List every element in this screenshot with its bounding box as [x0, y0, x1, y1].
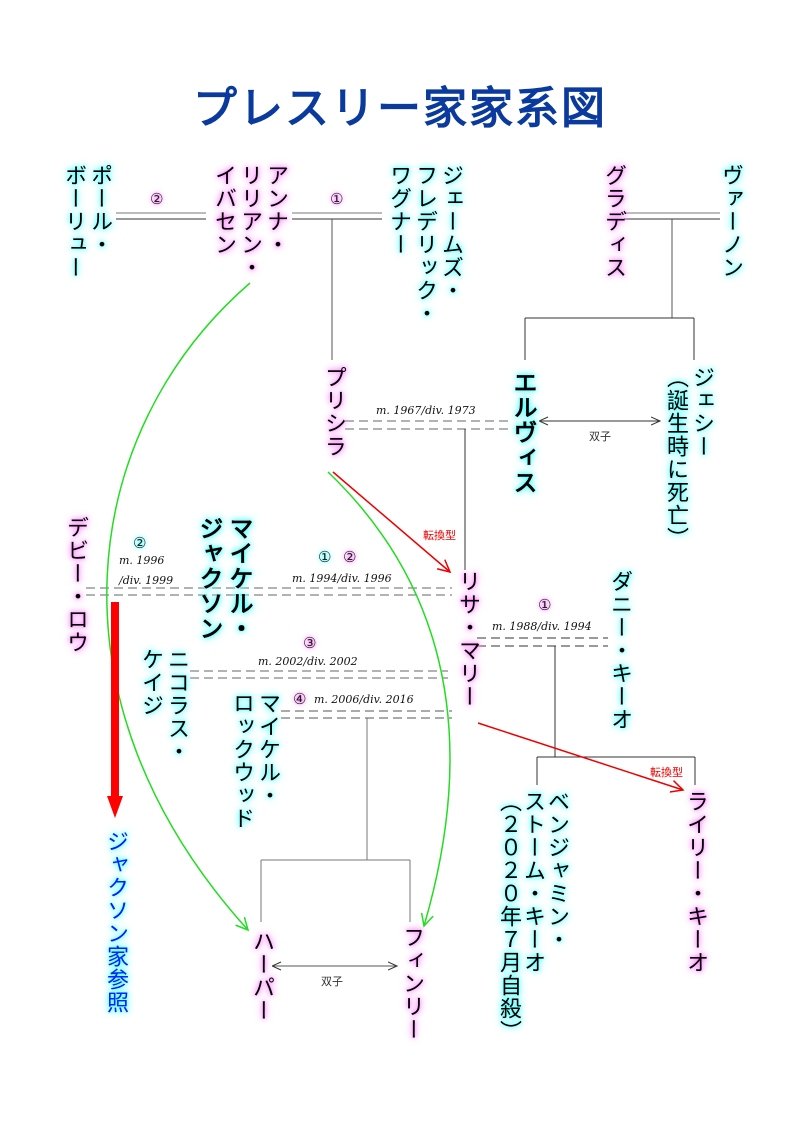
- person-michael-lockwood: マイケル・ ロックウッド: [229, 692, 280, 830]
- marriage-dates-debbie-mj-start: m. 1996: [119, 554, 165, 567]
- person-jesse: ジェシー （誕生時に死亡）: [663, 366, 714, 550]
- twins-label-harper-finley: 双子: [321, 975, 343, 988]
- marriage-line-paul-anna: [116, 212, 206, 220]
- person-priscilla: プリシラ: [321, 366, 346, 458]
- marriage-line-lisa-danny: [477, 637, 696, 785]
- marriage-number-lisa-danny: ①: [538, 596, 552, 614]
- jackson-family-reference-link[interactable]: ジャクソン家参照: [103, 830, 128, 1014]
- marriage-dates-debbie-mj-end: /div. 1999: [119, 574, 174, 587]
- person-nicolas-cage: ニコラス・ ケイジ: [138, 648, 189, 763]
- twins-label-elvis-jesse: 双子: [589, 430, 611, 443]
- marriage-dates-lisa-nicolas: m. 2002/div. 2002: [258, 655, 358, 668]
- marriage-line-lisa-nicolas: [190, 670, 448, 679]
- marriage-line-gladys-vernon: [524, 212, 720, 360]
- lineage-arrow-priscilla-finley: [327, 471, 451, 926]
- marriage-line-lisa-michael-l: [260, 710, 452, 922]
- conversion-arrow-lisa-riley: [477, 722, 683, 790]
- conversion-label-priscilla-lisa: 転換型: [423, 529, 456, 542]
- person-harper: ハーパー: [249, 930, 274, 1022]
- marriage-line-anna-james: [292, 212, 382, 360]
- person-anna-iversen: アンナ・ リリアン・ イバセン: [211, 164, 288, 279]
- marriage-dates-lisa-michael-l: m. 2006/div. 2016: [314, 693, 414, 706]
- person-michael-jackson: マイケル・ ジャクソン: [195, 516, 253, 641]
- person-paul-beaulieu: ポール・ ボーリュー: [61, 164, 112, 279]
- conversion-arrow-priscilla-lisa: [332, 471, 450, 572]
- person-benjamin-keough: ベンジャミン・ ストーム・キーオ （２０２０年７月自殺）: [496, 790, 569, 1043]
- marriage-dates-lisa-danny: m. 1988/div. 1994: [492, 620, 592, 633]
- marriage-line-priscilla-elvis: [345, 420, 512, 570]
- person-debbie-rowe: デビー・ロウ: [63, 516, 88, 654]
- person-lisa-marie: リサ・マリー: [455, 570, 480, 708]
- person-finley: フィンリー: [399, 926, 424, 1041]
- person-gladys: グラディス: [601, 164, 626, 279]
- conversion-label-lisa-riley: 転換型: [650, 766, 683, 779]
- marriage-number-anna-paul: ②: [150, 190, 164, 208]
- reference-arrow-jackson: [107, 602, 123, 818]
- marriage-dates-priscilla-elvis: m. 1967/div. 1973: [376, 404, 476, 417]
- marriage-number-anna-james: ①: [330, 190, 344, 208]
- marriage-number-lisa-mj-2: ②: [343, 548, 357, 566]
- marriage-number-debbie-mj: ②: [133, 534, 147, 552]
- person-elvis: エルヴィス: [509, 370, 537, 495]
- person-riley-keough: ライリー・キーオ: [683, 790, 708, 974]
- marriage-line-debbie-mj-lisa: [86, 587, 452, 596]
- marriage-dates-lisa-mj: m. 1994/div. 1996: [292, 572, 392, 585]
- marriage-number-lisa-michael-l: ④: [293, 690, 307, 708]
- marriage-number-lisa-mj-1: ①: [318, 548, 332, 566]
- person-danny-keough: ダニー・キーオ: [607, 570, 632, 731]
- page-title: プレスリー家家系図: [193, 83, 607, 134]
- person-vernon: ヴァーノン: [718, 164, 743, 279]
- marriage-number-lisa-nicolas: ③: [303, 634, 317, 652]
- lineage-arrow-anna-harper: [106, 282, 251, 930]
- person-james-wagner: ジェームズ・ フレデリック・ ワグナー: [386, 164, 463, 325]
